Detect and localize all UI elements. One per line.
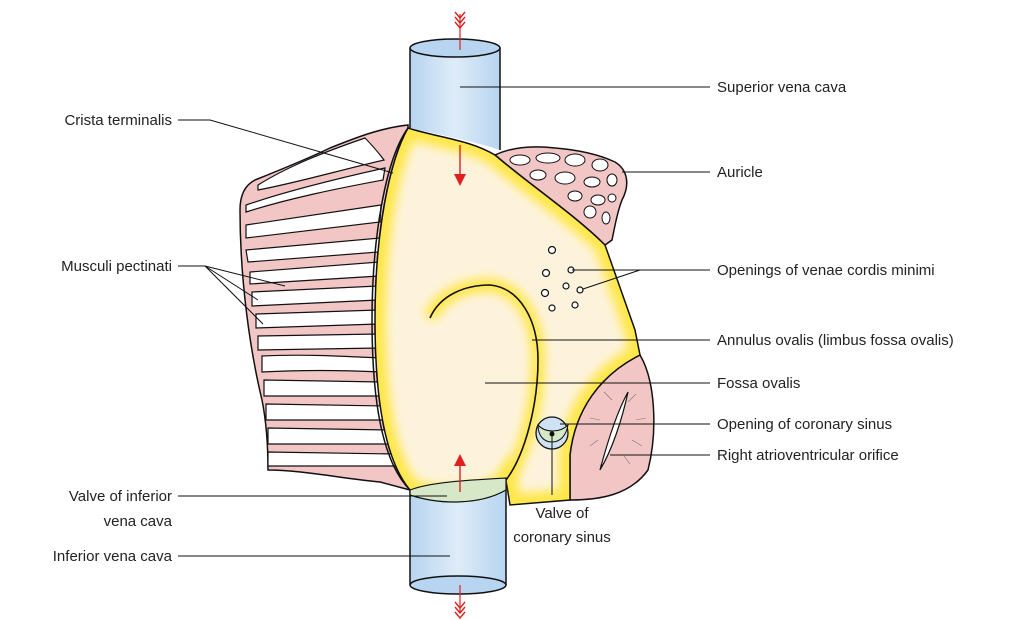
label-valve-ivc-line1: Valve of inferior (69, 488, 172, 505)
label-opening-coronary-sinus: Opening of coronary sinus (717, 416, 892, 433)
label-valve-cs-line2: coronary sinus (513, 529, 611, 546)
label-valve-cs-line1: Valve of (535, 505, 589, 522)
inferior-vena-cava (410, 478, 506, 594)
label-musculi-pectinati: Musculi pectinati (61, 258, 172, 275)
label-superior-vena-cava: Superior vena cava (717, 79, 847, 96)
label-inferior-vena-cava: Inferior vena cava (53, 548, 173, 565)
label-right-av-orifice: Right atrioventricular orifice (717, 447, 899, 464)
label-auricle: Auricle (717, 164, 763, 181)
label-openings-venae-cordis-minimi: Openings of venae cordis minimi (717, 262, 935, 279)
label-annulus-ovalis: Annulus ovalis (limbus fossa ovalis) (717, 332, 954, 349)
label-valve-ivc-line2: vena cava (104, 513, 173, 530)
label-fossa-ovalis: Fossa ovalis (717, 375, 800, 392)
label-crista-terminalis: Crista terminalis (64, 112, 172, 129)
